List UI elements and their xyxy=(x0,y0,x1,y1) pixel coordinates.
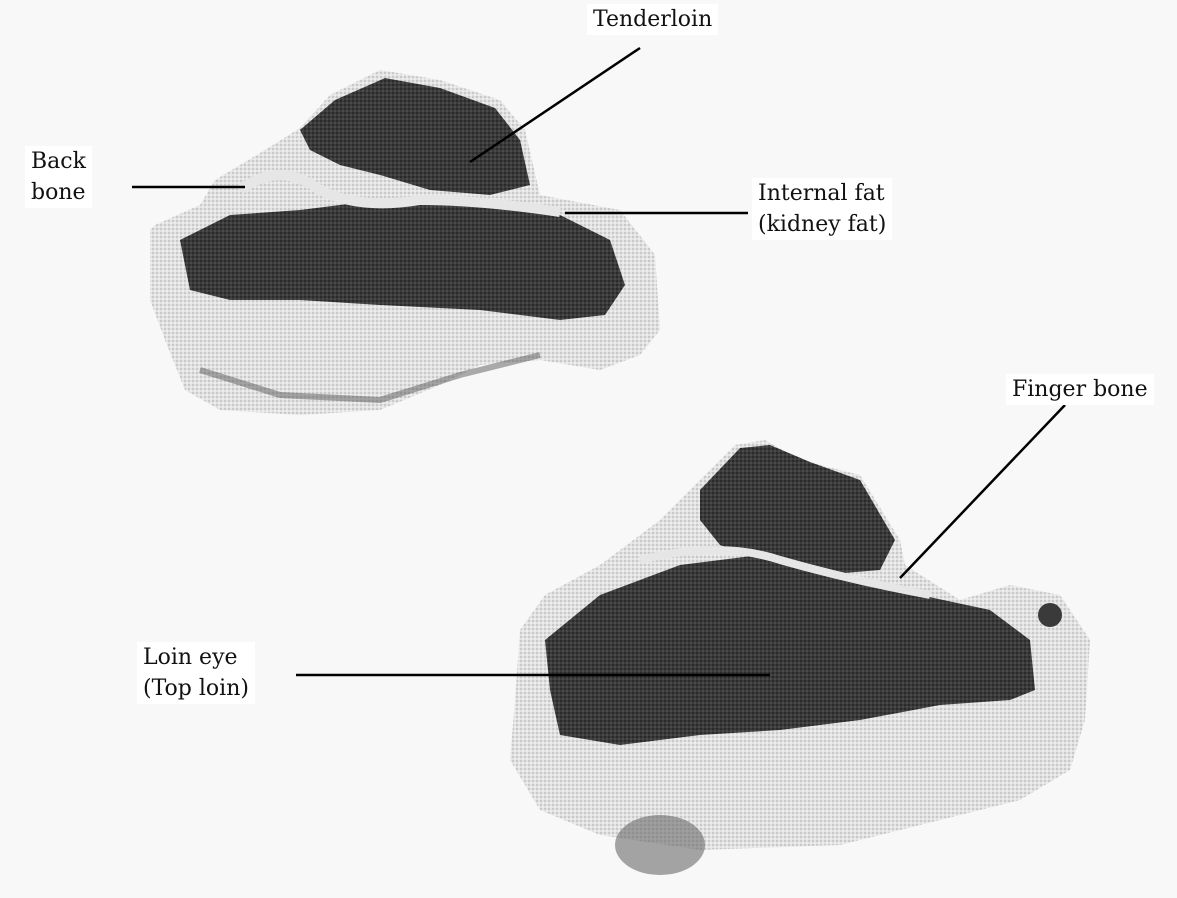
finger-bone-label: Finger bone xyxy=(1006,374,1154,405)
internal-fat-label-line2: (kidney fat) xyxy=(758,209,886,240)
steak-top xyxy=(150,70,660,415)
loin-eye-label-line2: (Top loin) xyxy=(143,673,249,704)
steak-bottom xyxy=(510,440,1090,875)
steak-bottom-fat-spot xyxy=(615,815,705,875)
finger-bone-label-text: Finger bone xyxy=(1012,374,1148,405)
back-bone-label-line2: bone xyxy=(31,177,86,208)
loin-eye-label: Loin eye (Top loin) xyxy=(137,642,255,704)
finger-bone-leader xyxy=(900,405,1065,578)
back-bone-label-line1: Back xyxy=(31,146,86,177)
tenderloin-label-text: Tenderloin xyxy=(593,4,712,35)
steak-bottom-bone-spot xyxy=(1038,603,1062,627)
internal-fat-label-line1: Internal fat xyxy=(758,178,886,209)
tenderloin-label: Tenderloin xyxy=(587,4,718,35)
back-bone-label: Back bone xyxy=(25,146,92,208)
loin-eye-label-line1: Loin eye xyxy=(143,642,249,673)
internal-fat-label: Internal fat (kidney fat) xyxy=(752,178,892,240)
